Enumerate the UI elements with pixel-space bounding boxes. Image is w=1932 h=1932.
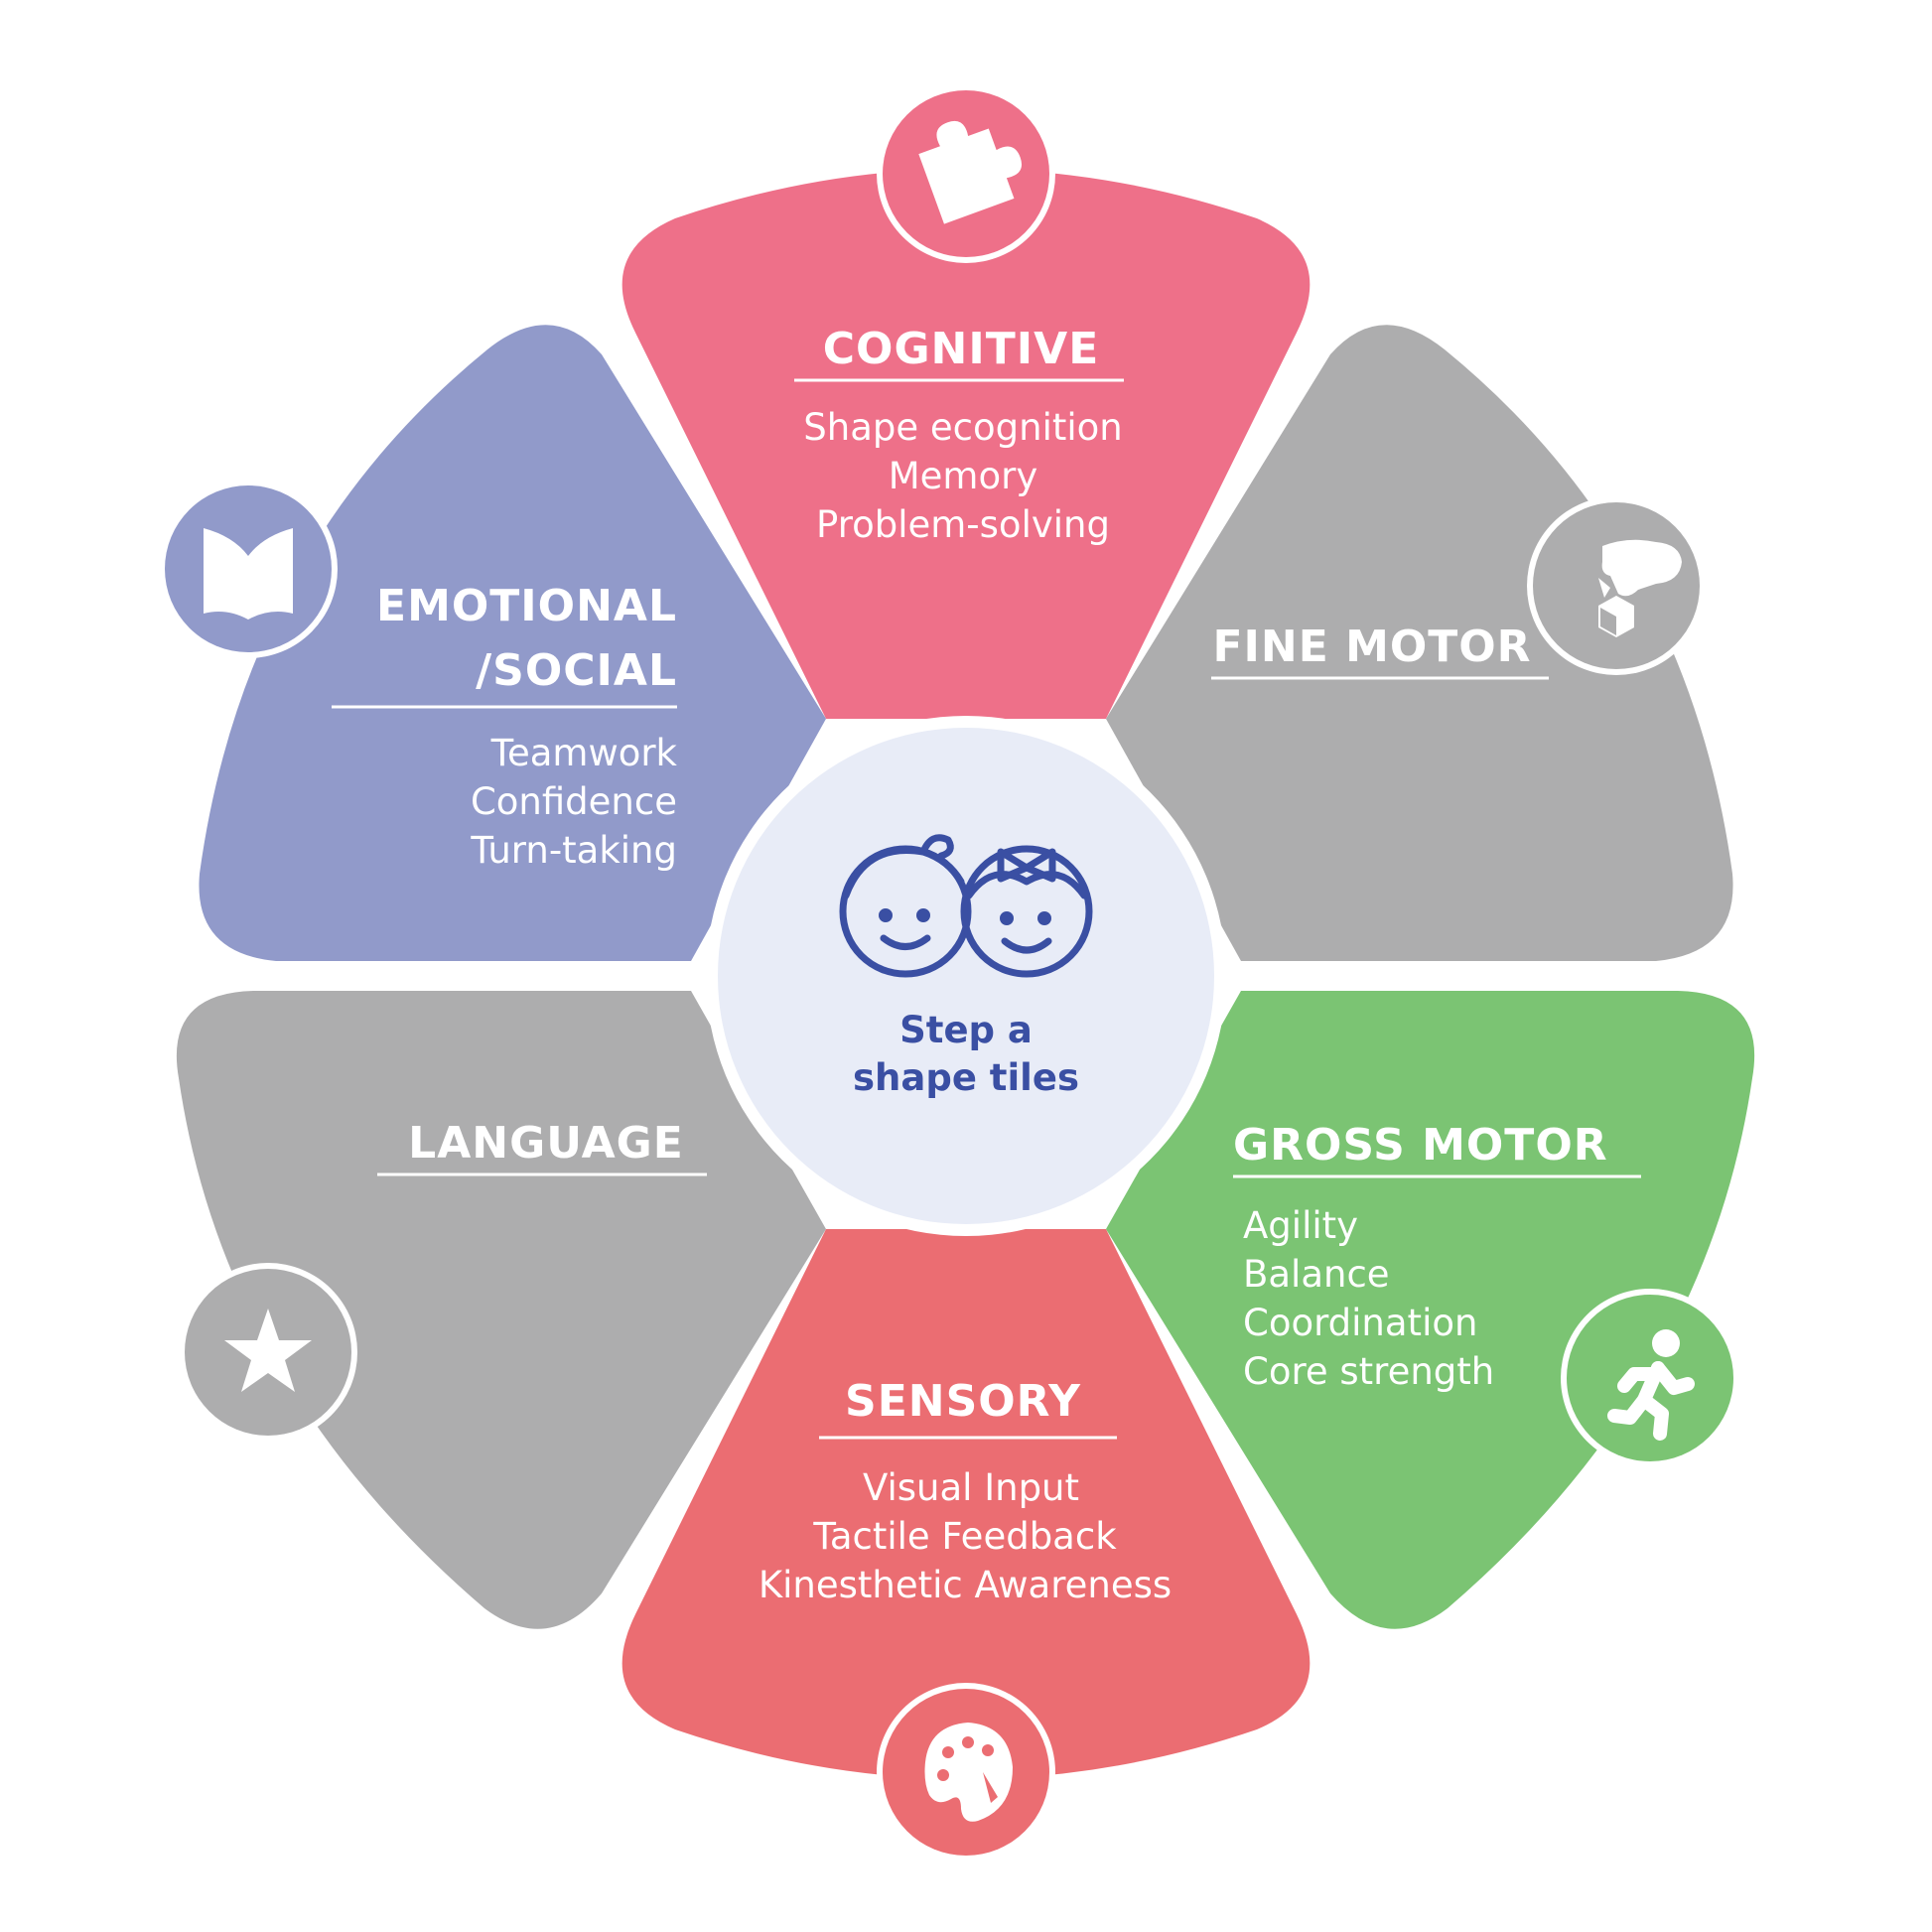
segment-fine-motor-petal bbox=[1106, 325, 1733, 962]
badge-sensory bbox=[877, 1683, 1055, 1862]
segment-emotional-social-item-1: Teamwork bbox=[490, 732, 678, 774]
center-label-line2: shape tiles bbox=[853, 1056, 1079, 1099]
segment-cognitive-item-2: Memory bbox=[889, 455, 1037, 497]
segment-gross-motor-title: GROSS MOTOR bbox=[1233, 1120, 1608, 1171]
segment-cognitive-item-3: Problem-solving bbox=[816, 503, 1110, 546]
hand-picking-block-icon bbox=[1598, 539, 1682, 637]
running-person-icon bbox=[1607, 1329, 1695, 1441]
segment-emotional-social-item-3: Turn-taking bbox=[470, 829, 677, 872]
segment-fine-motor-text: FINE MOTOR bbox=[1211, 621, 1549, 680]
puzzle-piece-icon bbox=[918, 120, 1023, 224]
segment-emotional-social-item-2: Confidence bbox=[471, 780, 677, 823]
segment-cognitive-item-1: Shape ecognition bbox=[803, 406, 1122, 449]
badge-gross-motor bbox=[1561, 1289, 1739, 1467]
segment-emotional-social-text: EMOTIONAL /SOCIAL Teamwork Confidence Tu… bbox=[332, 581, 678, 872]
segment-sensory-title: SENSORY bbox=[845, 1376, 1081, 1427]
segment-cognitive-title: COGNITIVE bbox=[823, 324, 1100, 374]
badge-cognitive bbox=[877, 84, 1055, 263]
segment-gross-motor-item-1: Agility bbox=[1243, 1204, 1358, 1247]
badge-emotional-social bbox=[159, 480, 338, 658]
center-circle bbox=[718, 728, 1214, 1224]
segment-gross-motor-item-3: Coordination bbox=[1243, 1302, 1477, 1344]
segment-gross-motor-item-2: Balance bbox=[1243, 1253, 1390, 1296]
badge-language bbox=[179, 1263, 357, 1442]
two-children-faces-icon bbox=[839, 834, 1093, 978]
star-icon bbox=[224, 1309, 312, 1392]
segment-sensory-item-1: Visual Input bbox=[863, 1466, 1079, 1509]
segment-cognitive-petal bbox=[621, 169, 1311, 719]
segment-emotional-social-petal bbox=[199, 325, 826, 962]
segment-gross-motor-item-4: Core strength bbox=[1243, 1350, 1494, 1393]
segment-gross-motor-text: GROSS MOTOR Agility Balance Coordination… bbox=[1233, 1120, 1641, 1393]
badge-fine-motor bbox=[1527, 496, 1706, 675]
segment-sensory-petal bbox=[621, 1229, 1311, 1779]
segment-language-text: LANGUAGE bbox=[377, 1118, 707, 1176]
segment-emotional-social-title-line2: /SOCIAL bbox=[476, 645, 677, 696]
segment-sensory-item-2: Tactile Feedback bbox=[812, 1515, 1117, 1558]
segment-language-petal bbox=[176, 991, 826, 1629]
segment-cognitive-text: COGNITIVE Shape ecognition Memory Proble… bbox=[794, 324, 1124, 546]
segment-sensory-item-3: Kinesthetic Awareness bbox=[759, 1564, 1172, 1606]
segment-gross-motor-petal bbox=[1106, 991, 1755, 1629]
open-book-icon bbox=[204, 528, 293, 620]
segment-fine-motor-title: FINE MOTOR bbox=[1212, 621, 1531, 672]
segment-sensory-text: SENSORY Visual Input Tactile Feedback Ki… bbox=[759, 1376, 1172, 1606]
center-label-line1: Step a bbox=[899, 1009, 1033, 1051]
segment-emotional-social-title-line1: EMOTIONAL bbox=[376, 581, 677, 631]
palette-icon bbox=[924, 1723, 1013, 1822]
segment-language-title: LANGUAGE bbox=[408, 1118, 684, 1169]
